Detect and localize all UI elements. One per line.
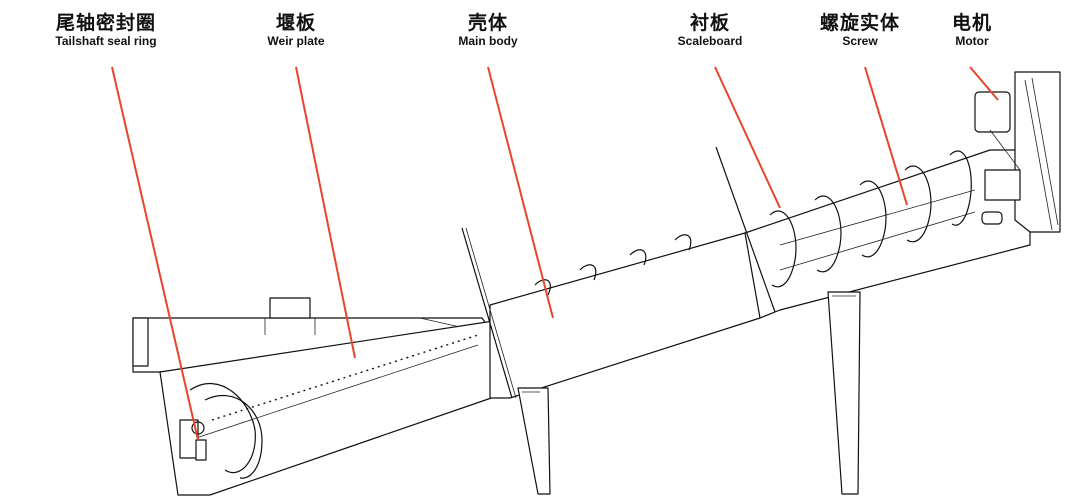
label-zh: 螺旋实体	[819, 12, 901, 34]
label-zh: 电机	[951, 12, 993, 34]
main-body	[159, 146, 1031, 496]
support-legs	[517, 291, 861, 495]
label-tailshaft-seal-ring: 尾轴密封圈 Tailshaft seal ring	[55, 12, 156, 49]
leader-main-body	[487, 66, 554, 319]
leader-screw	[864, 66, 908, 206]
label-en: Scaleboard	[677, 34, 743, 48]
label-weir-plate: 堰板 Weir plate	[267, 12, 324, 49]
label-en: Main body	[458, 34, 518, 48]
motor-assembly	[974, 71, 1061, 233]
label-zh: 壳体	[467, 12, 508, 34]
label-main-body: 壳体 Main body	[458, 12, 517, 49]
label-zh: 尾轴密封圈	[55, 12, 157, 34]
label-en: Tailshaft seal ring	[55, 34, 157, 48]
label-zh: 衬板	[689, 12, 731, 34]
label-scaleboard: 衬板 Scaleboard	[678, 12, 743, 49]
label-en: Weir plate	[267, 34, 325, 48]
label-en: Motor	[955, 34, 989, 48]
label-screw: 螺旋实体 Screw	[820, 12, 900, 49]
label-en: Screw	[842, 34, 878, 48]
leader-tailshaft-seal	[111, 66, 199, 441]
leader-scaleboard	[714, 66, 781, 209]
label-motor: 电机 Motor	[952, 12, 992, 49]
leader-motor	[969, 66, 999, 101]
leader-lines	[111, 66, 999, 441]
leader-weir-plate	[295, 66, 356, 359]
screw-flights	[189, 150, 976, 479]
label-zh: 堰板	[275, 12, 317, 34]
